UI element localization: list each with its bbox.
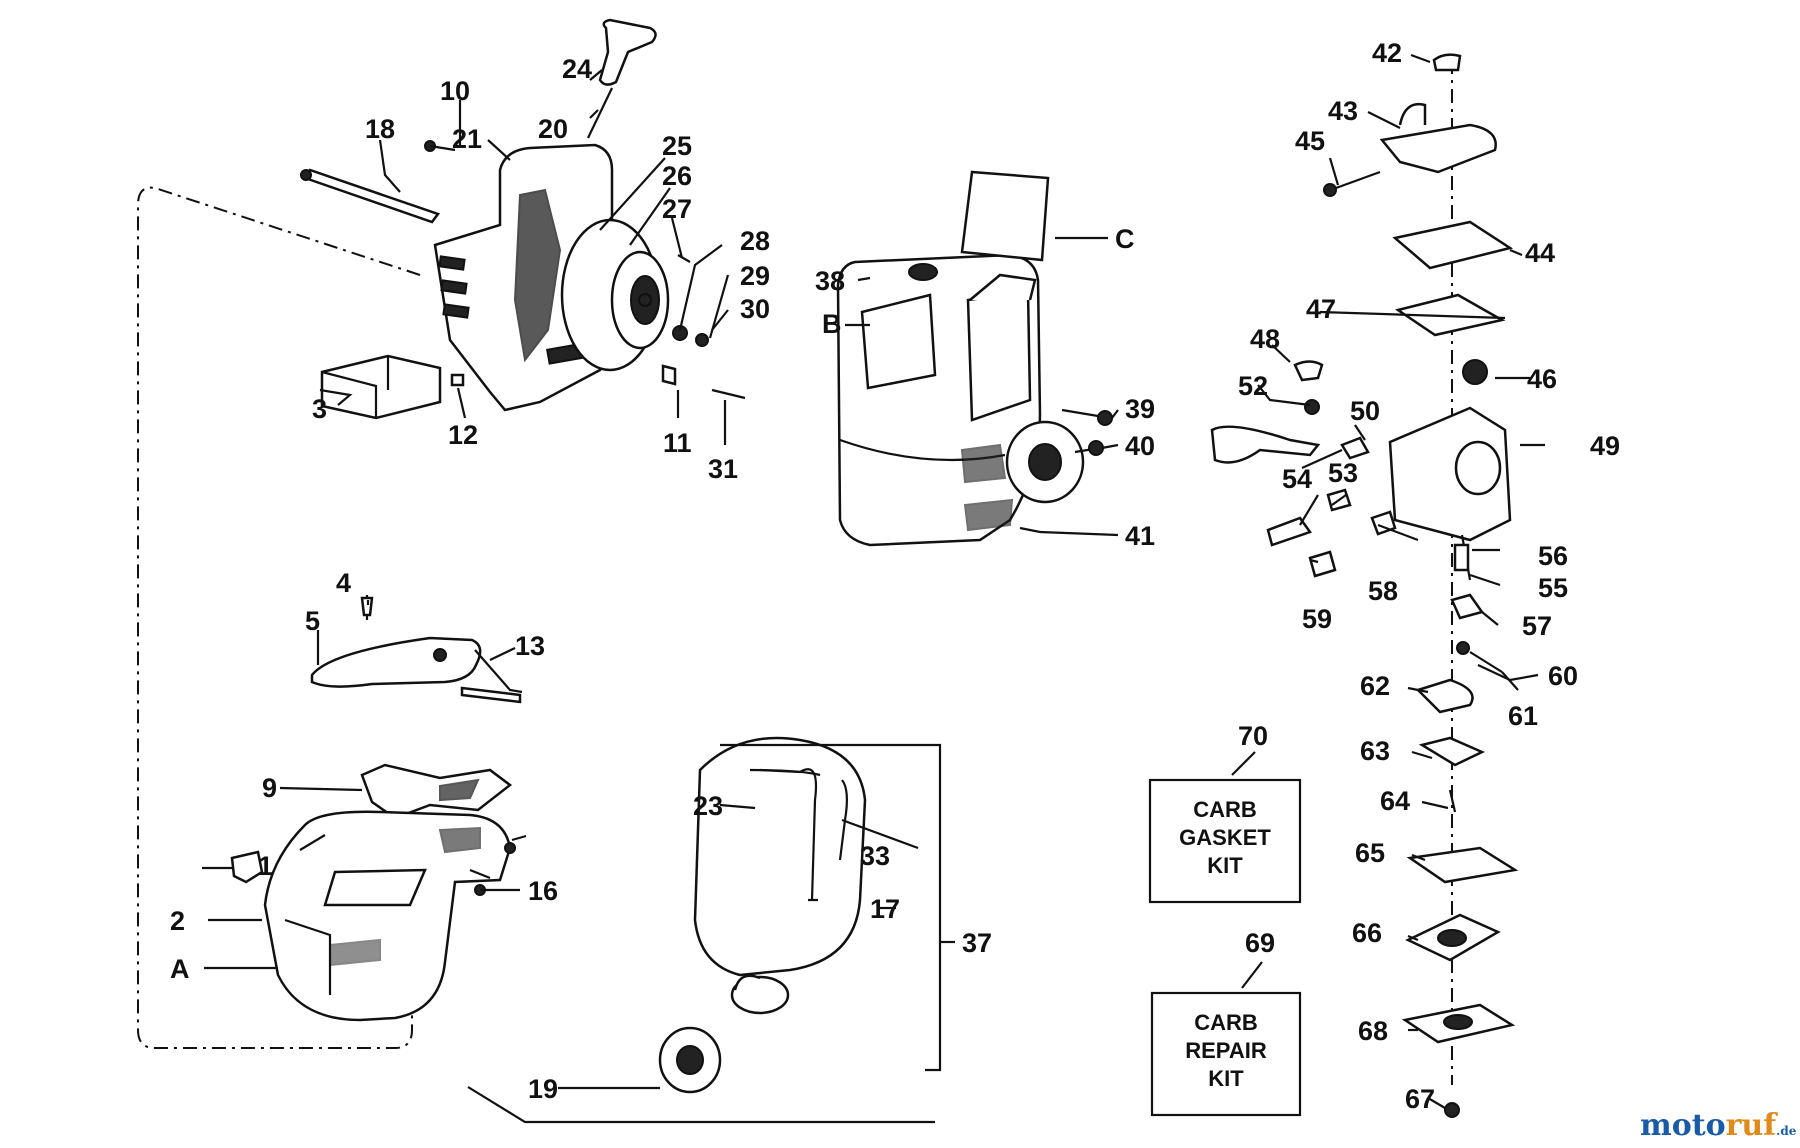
choke-rod	[300, 168, 441, 224]
label-58: 58	[1368, 576, 1398, 606]
assembly-outline	[137, 186, 421, 1049]
decal-c	[960, 170, 1050, 262]
part-labels: 1 2 3 4 5 9 10 11 12 13 16 17 18 19 20 2…	[170, 38, 1620, 1114]
label-4: 4	[336, 568, 351, 598]
label-43: 43	[1328, 96, 1358, 126]
label-40: 40	[1125, 431, 1155, 461]
label-37: 37	[962, 928, 992, 958]
bracket-37	[720, 743, 942, 1072]
label-31: 31	[708, 454, 738, 484]
label-29: 29	[740, 261, 770, 291]
label-64: 64	[1380, 786, 1410, 816]
label-50: 50	[1350, 396, 1380, 426]
label-41: 41	[1125, 521, 1155, 551]
svg-text:motoruf.de: motoruf.de	[1640, 1108, 1797, 1143]
label-23: 23	[693, 791, 723, 821]
label-3: 3	[312, 394, 327, 424]
label-60: 60	[1548, 661, 1578, 691]
label-54: 54	[1282, 464, 1312, 494]
label-17: 17	[870, 894, 900, 924]
throttle-bracket	[310, 595, 523, 704]
label-30: 30	[740, 294, 770, 324]
label-70: 70	[1238, 721, 1268, 751]
gasket-kit-line1: CARB	[1193, 797, 1257, 822]
label-25: 25	[662, 131, 692, 161]
air-filter	[320, 354, 442, 420]
fuel-cap	[658, 1026, 722, 1094]
label-2: 2	[170, 906, 185, 936]
watermark-suffix: .de	[1776, 1124, 1797, 1138]
label-B: B	[822, 309, 842, 339]
engine-cover	[836, 253, 1085, 547]
label-1: 1	[258, 851, 273, 881]
label-28: 28	[740, 226, 770, 256]
label-27: 27	[662, 194, 692, 224]
leader-lines	[202, 53, 1545, 1109]
label-20: 20	[538, 114, 568, 144]
label-57: 57	[1522, 611, 1552, 641]
label-56: 56	[1538, 541, 1568, 571]
label-10: 10	[440, 76, 470, 106]
label-65: 65	[1355, 838, 1385, 868]
label-5: 5	[305, 606, 320, 636]
label-53: 53	[1328, 458, 1358, 488]
watermark-logo: motoruf.de	[1640, 1108, 1797, 1143]
label-46: 46	[1527, 364, 1557, 394]
label-44: 44	[1525, 238, 1555, 268]
label-9: 9	[262, 773, 277, 803]
label-13: 13	[515, 631, 545, 661]
gasket-kit-line2: GASKET	[1179, 825, 1271, 850]
label-61: 61	[1508, 701, 1538, 731]
label-55: 55	[1538, 573, 1568, 603]
leader-69	[1241, 961, 1263, 989]
label-67: 67	[1405, 1084, 1435, 1114]
label-66: 66	[1352, 918, 1382, 948]
carb-repair-kit-box	[1150, 991, 1302, 1117]
gasket-kit-line3: KIT	[1207, 853, 1243, 878]
flywheel	[560, 218, 670, 372]
label-52: 52	[1238, 371, 1268, 401]
label-38: 38	[815, 266, 845, 296]
label-A: A	[170, 954, 190, 984]
label-48: 48	[1250, 324, 1280, 354]
starter-handle	[587, 18, 657, 139]
label-C: C	[1115, 224, 1135, 254]
label-47: 47	[1306, 294, 1336, 324]
label-68: 68	[1358, 1016, 1388, 1046]
label-49: 49	[1590, 431, 1620, 461]
lower-housing	[230, 810, 527, 1022]
bracket-19	[467, 1086, 935, 1124]
label-62: 62	[1360, 671, 1390, 701]
cover-screws	[1019, 408, 1113, 534]
label-11: 11	[663, 428, 692, 458]
small-parts-engine	[424, 140, 746, 400]
label-63: 63	[1360, 736, 1390, 766]
label-19: 19	[528, 1074, 558, 1104]
label-69: 69	[1245, 928, 1275, 958]
label-45: 45	[1295, 126, 1325, 156]
watermark-part2: ruf	[1726, 1108, 1779, 1143]
label-24: 24	[562, 54, 592, 84]
repair-kit-line3: KIT	[1208, 1066, 1244, 1091]
label-42: 42	[1372, 38, 1402, 68]
trigger	[360, 763, 513, 820]
repair-kit-line1: CARB	[1194, 1010, 1258, 1035]
carburetor-stack	[1210, 53, 1519, 1118]
label-12: 12	[448, 420, 478, 450]
label-16: 16	[528, 876, 558, 906]
watermark-part1: moto	[1640, 1108, 1726, 1143]
leader-70	[1231, 751, 1256, 776]
label-39: 39	[1125, 394, 1155, 424]
label-21: 21	[452, 124, 482, 154]
label-59: 59	[1302, 604, 1332, 634]
label-26: 26	[662, 161, 692, 191]
carb-gasket-kit-box	[1148, 778, 1302, 904]
repair-kit-line2: REPAIR	[1185, 1038, 1267, 1063]
fuel-tank	[693, 736, 867, 1015]
label-18: 18	[365, 114, 395, 144]
label-33: 33	[860, 841, 890, 871]
